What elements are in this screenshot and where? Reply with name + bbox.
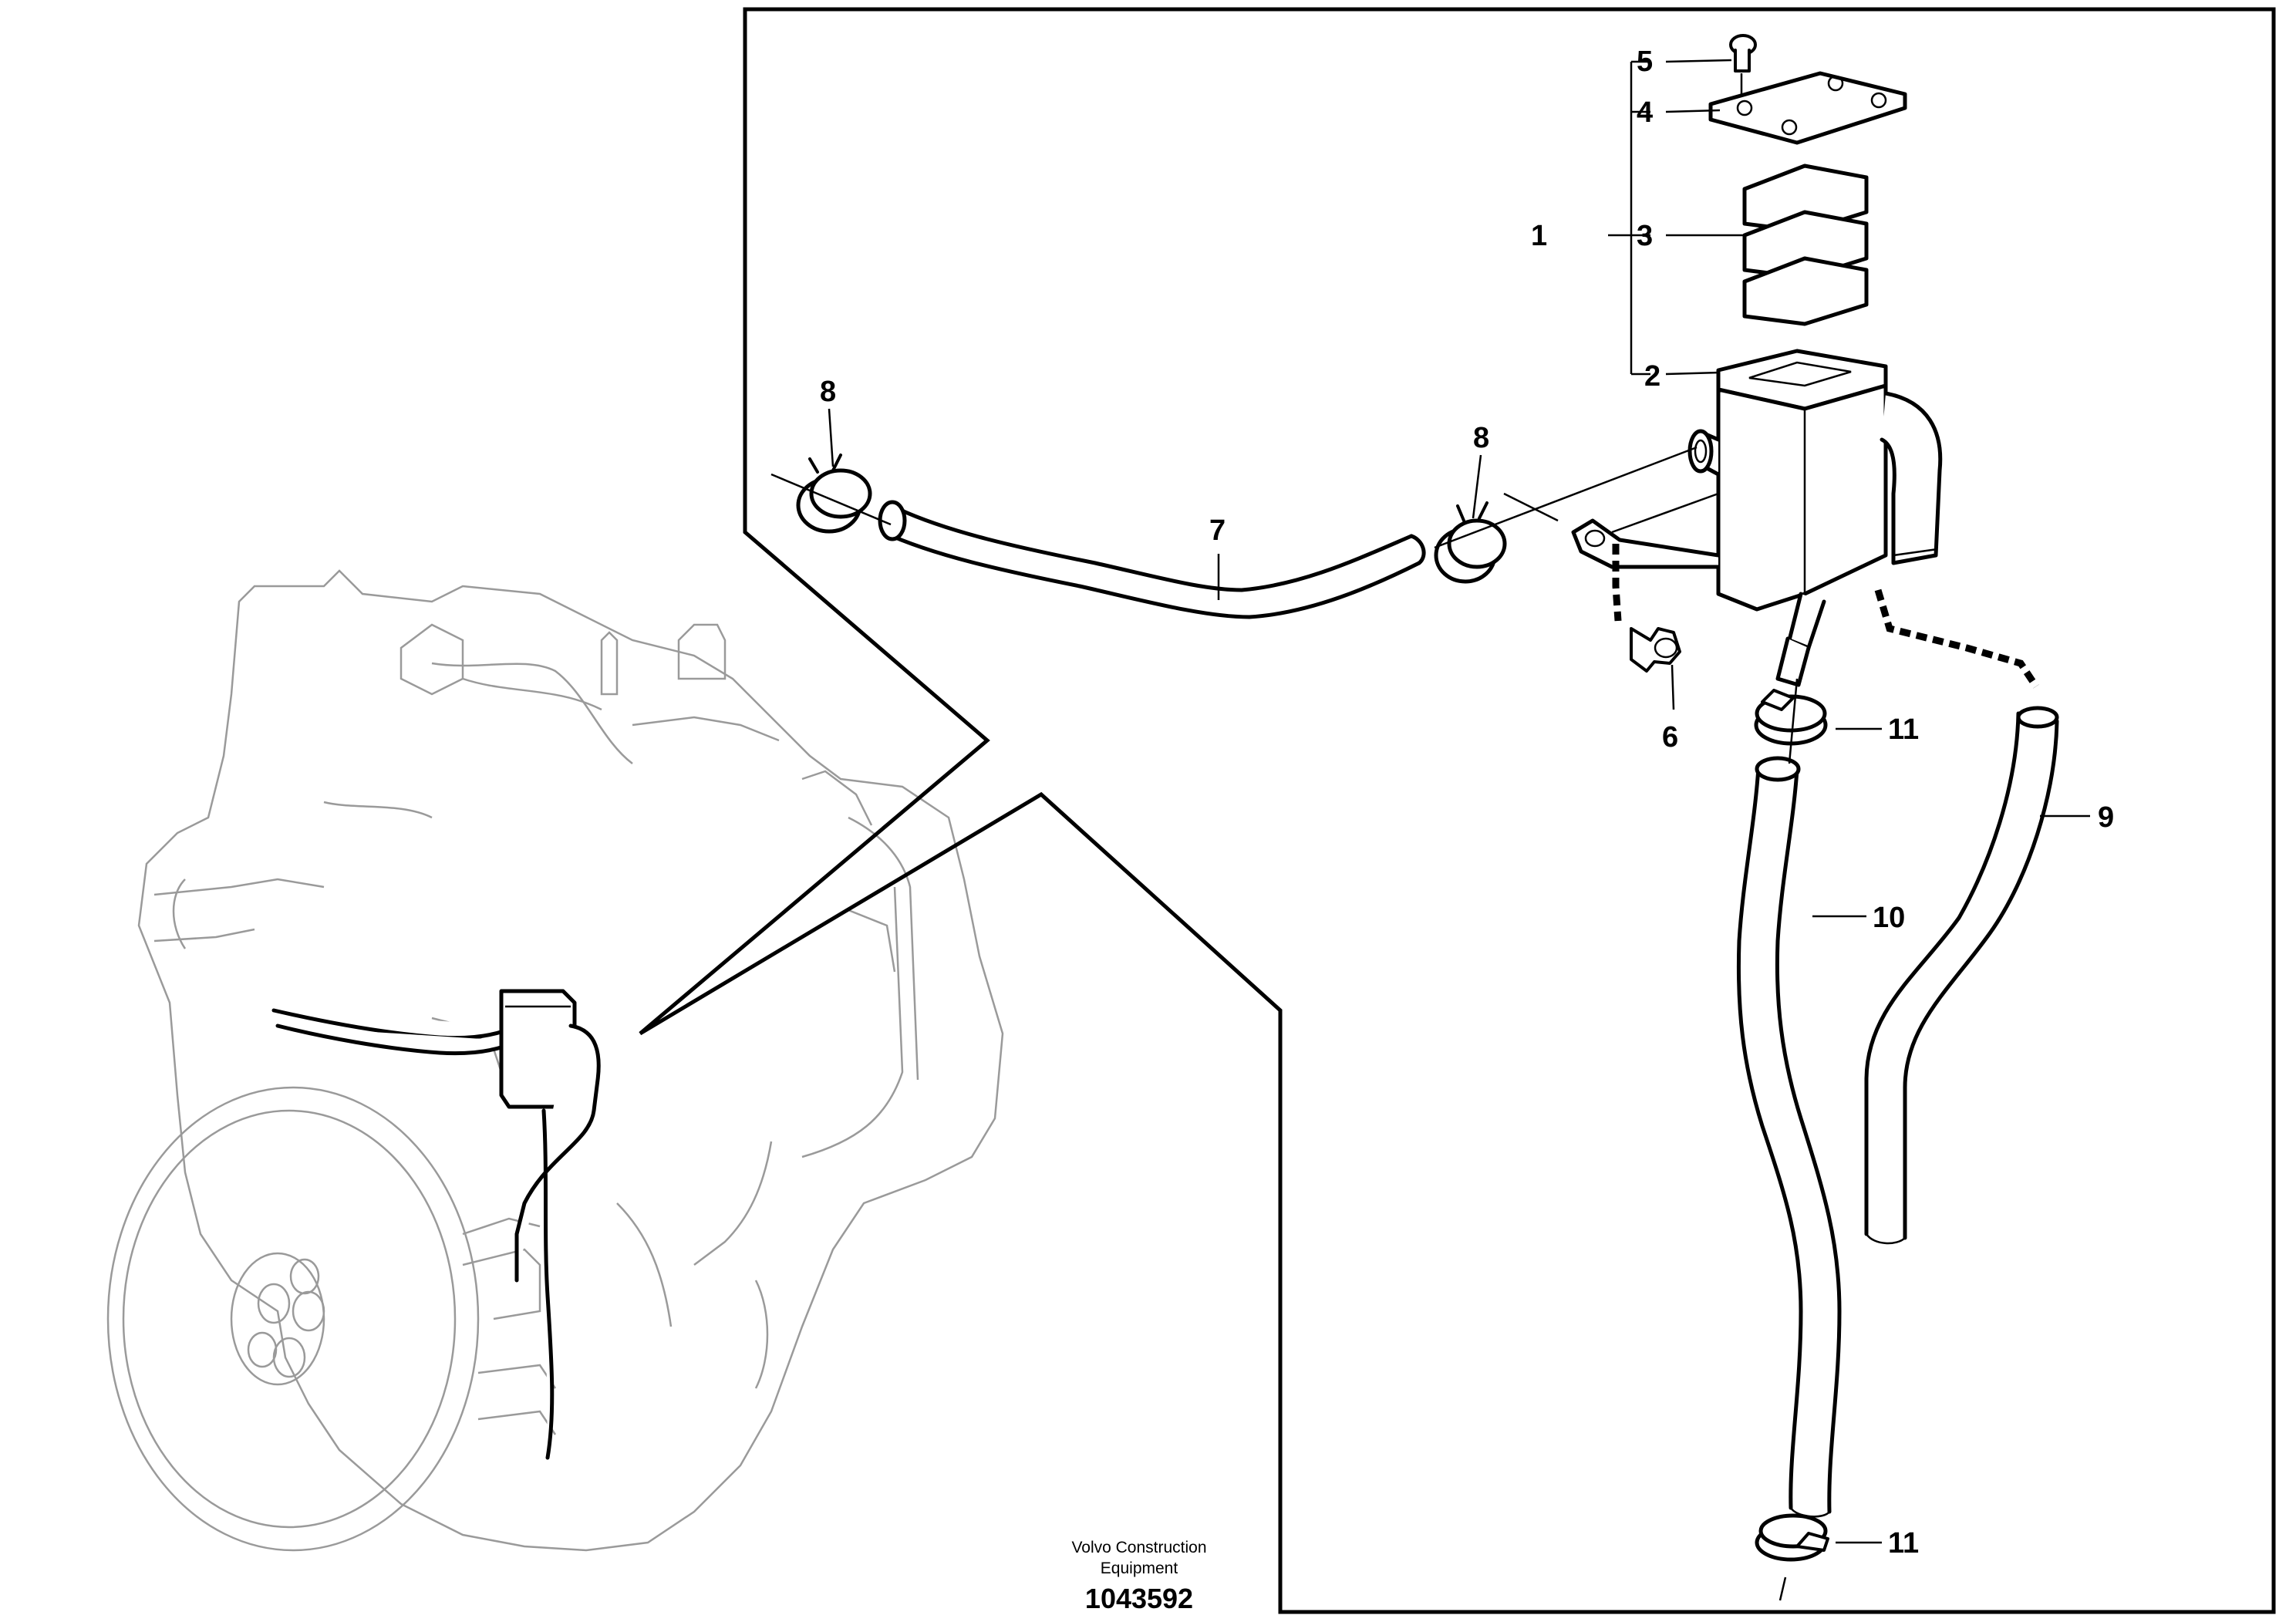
callout-6: 6	[1662, 721, 1678, 754]
screw-6-drawing	[1612, 544, 1681, 673]
callout-8-right: 8	[1473, 422, 1489, 454]
detail-frame	[639, 7, 2276, 1614]
callout-8-left: 8	[820, 376, 836, 408]
engine-highlight-parts	[271, 989, 601, 1460]
callout-10: 10	[1873, 902, 1905, 934]
clamp-8-right-drawing	[1434, 446, 1698, 584]
hose-10-drawing	[1736, 756, 1842, 1518]
breather-assembly	[1571, 34, 1943, 687]
callout-3: 3	[1637, 220, 1653, 252]
filter-elements-3	[1742, 164, 1869, 326]
credit-line-2: Equipment	[1101, 1560, 1178, 1577]
clamp-8-left-drawing	[770, 454, 892, 534]
hose-7-drawing	[878, 500, 1426, 619]
document-number: 1043592	[1085, 1583, 1193, 1614]
callout-1: 1	[1531, 220, 1547, 252]
breather-housing-2	[1571, 349, 1943, 687]
callout-11-top: 11	[1888, 713, 1919, 746]
clamp-11-top-drawing	[1754, 678, 1828, 764]
callout-9: 9	[2098, 801, 2114, 834]
callout-4: 4	[1637, 96, 1653, 129]
cover-plate-4	[1708, 71, 1907, 145]
callout-11-bottom: 11	[1888, 1527, 1919, 1560]
callout-7: 7	[1209, 514, 1226, 547]
callout-5: 5	[1637, 46, 1653, 78]
callout-2: 2	[1644, 360, 1660, 393]
callout-leaders	[828, 59, 2090, 1544]
hose-9-drawing	[1864, 588, 2059, 1245]
credit-line-1: Volvo Construction	[1071, 1539, 1206, 1556]
clamp-11-bottom-drawing	[1755, 1513, 1829, 1601]
